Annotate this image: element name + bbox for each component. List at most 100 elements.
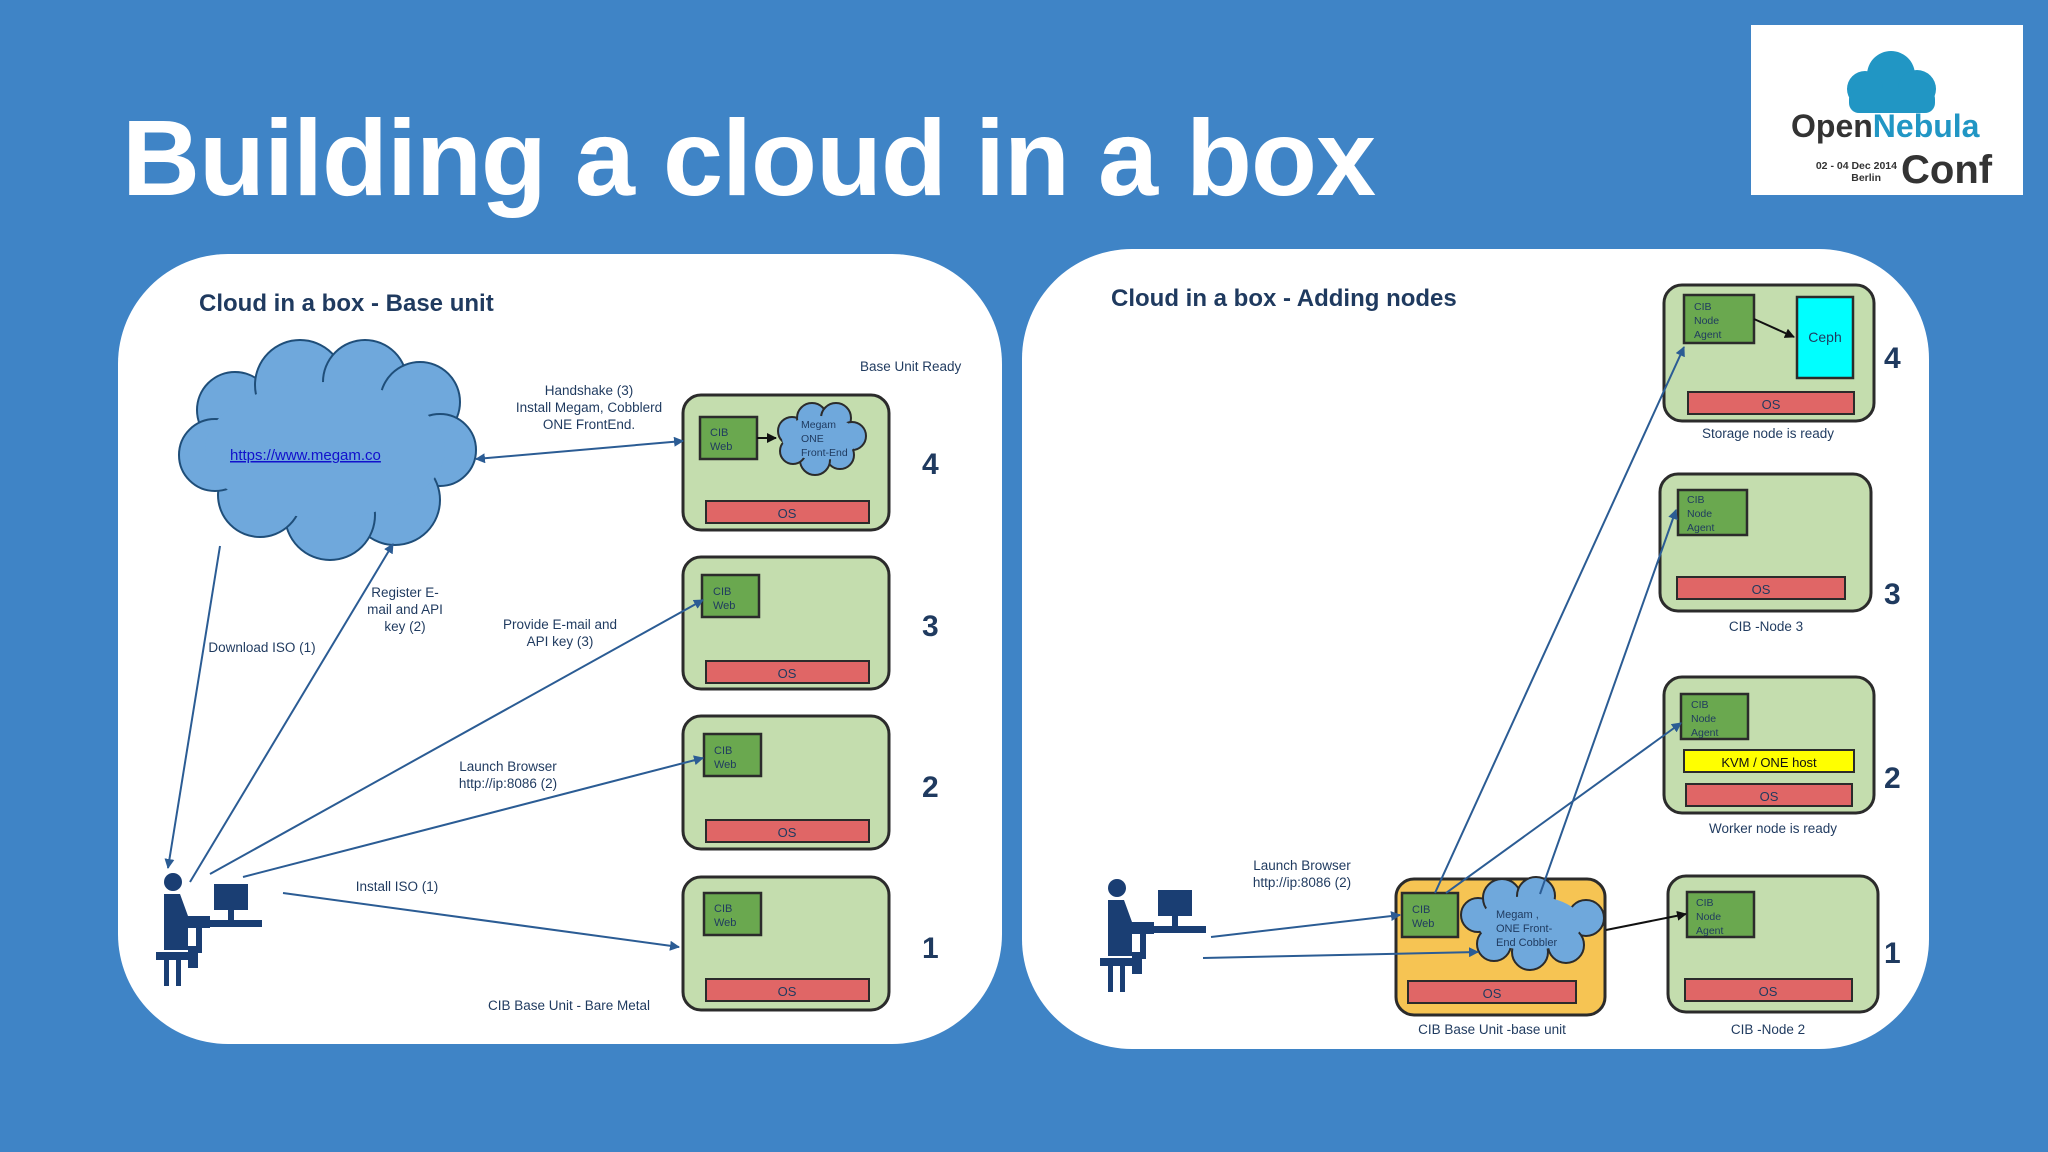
os-bar-node3 bbox=[1676, 576, 1846, 600]
left-step-3: 3 bbox=[922, 610, 939, 643]
cib-web-3-line2: Web bbox=[713, 600, 735, 612]
handshake-label-1: Handshake (3) bbox=[545, 383, 634, 398]
logo-cloud-icon bbox=[1847, 51, 1936, 113]
cib-web-1 bbox=[702, 891, 763, 937]
slide-title: Building a cloud in a box bbox=[122, 97, 1376, 218]
megam-cloud-icon bbox=[178, 339, 477, 561]
base-to-node2-arrow bbox=[1605, 910, 1687, 931]
logo-date: 02 - 04 Dec 2014 bbox=[1816, 160, 1897, 172]
logo-conf-text: Conf bbox=[1901, 148, 1993, 192]
cobbler-cloud-line1: Megam , bbox=[1496, 909, 1539, 921]
user-to-cobbler-arrow bbox=[1202, 947, 1479, 959]
os-bar-node4 bbox=[1687, 391, 1855, 415]
cib-web-base-line2: Web bbox=[1412, 918, 1434, 930]
cib-web-2-line1: CIB bbox=[714, 745, 732, 757]
opennebula-conf-logo: OpenNebula 02 - 04 Dec 2014 Berlin Conf bbox=[1751, 25, 2023, 195]
logo-open-text: Open bbox=[1791, 108, 1873, 144]
logo-nebula-text: Nebula bbox=[1873, 108, 1980, 144]
megam-frontend-line3: Front-End bbox=[801, 447, 848, 459]
register-label-2: mail and API bbox=[367, 602, 443, 617]
megam-frontend-line2: ONE bbox=[801, 433, 824, 445]
cib-web-4 bbox=[698, 415, 759, 461]
adding-nodes-heading: Cloud in a box - Adding nodes bbox=[1111, 285, 1457, 312]
base-unit-caption: CIB Base Unit -base unit bbox=[1418, 1022, 1566, 1037]
os-label-3: OS bbox=[778, 666, 797, 681]
register-label-1: Register E- bbox=[371, 585, 439, 600]
cobbler-cloud-line2: ONE Front- bbox=[1496, 923, 1553, 935]
base-to-storage-arrow bbox=[1434, 346, 1685, 894]
cib-web-3 bbox=[700, 573, 761, 619]
os-label-node1: OS bbox=[1759, 984, 1778, 999]
download-iso-label: Download ISO (1) bbox=[208, 640, 315, 655]
cib-web-base-line1: CIB bbox=[1412, 904, 1430, 916]
storage-node-caption: Storage node is ready bbox=[1702, 426, 1834, 441]
launch-left-label-1: Launch Browser bbox=[459, 759, 557, 774]
cib-web-base bbox=[1400, 891, 1460, 939]
megam-frontend-cloud-icon bbox=[777, 402, 867, 476]
os-bar-node1 bbox=[1684, 978, 1853, 1002]
base-unit-footer: CIB Base Unit - Bare Metal bbox=[488, 998, 650, 1013]
left-step-2: 2 bbox=[922, 771, 939, 804]
install-iso-arrow bbox=[282, 892, 680, 951]
left-step-4: 4 bbox=[922, 448, 939, 481]
os-label-2: OS bbox=[778, 825, 797, 840]
kvm-host-label: KVM / ONE host bbox=[1721, 755, 1817, 770]
node-agent-3-line1: CIB bbox=[1687, 494, 1705, 506]
node-agent-2-line3: Agent bbox=[1691, 727, 1719, 739]
os-label-node3: OS bbox=[1752, 582, 1771, 597]
cib-web-3-line1: CIB bbox=[713, 586, 731, 598]
provide-label-2: API key (3) bbox=[527, 634, 594, 649]
node-agent-3-line3: Agent bbox=[1687, 522, 1715, 534]
base-unit-ready-label: Base Unit Ready bbox=[860, 359, 962, 374]
megam-frontend-line1: Megam bbox=[801, 419, 836, 431]
svg-text:OpenNebula: OpenNebula bbox=[1791, 108, 1980, 144]
cib-web-1-line2: Web bbox=[714, 917, 736, 929]
cib-web-2 bbox=[702, 732, 763, 778]
left-step-1: 1 bbox=[922, 932, 939, 965]
base-unit-heading: Cloud in a box - Base unit bbox=[199, 290, 494, 317]
ceph-box bbox=[1795, 295, 1855, 380]
handshake-label-2: Install Megam, Cobblerd bbox=[516, 400, 662, 415]
base-to-node3-arrow bbox=[1539, 509, 1678, 895]
node-2-caption: CIB -Node 2 bbox=[1731, 1022, 1805, 1037]
launch-browser-arrow-left bbox=[242, 755, 704, 878]
os-label-node4: OS bbox=[1762, 397, 1781, 412]
cobbler-cloud-line3: End Cobbler bbox=[1496, 937, 1557, 949]
megam-link[interactable]: https://www.megam.co bbox=[230, 447, 381, 464]
os-label-4: OS bbox=[778, 506, 797, 521]
worker-node-caption: Worker node is ready bbox=[1709, 821, 1837, 836]
node-agent-4-line2: Node bbox=[1694, 315, 1719, 327]
ceph-label: Ceph bbox=[1808, 329, 1841, 345]
right-user-at-computer-icon bbox=[1100, 878, 1210, 998]
os-bar-1 bbox=[705, 978, 870, 1002]
right-step-4: 4 bbox=[1884, 342, 1901, 375]
os-bar-base bbox=[1407, 980, 1577, 1004]
os-label-base: OS bbox=[1483, 986, 1502, 1001]
os-label-1: OS bbox=[778, 984, 797, 999]
node-3-caption: CIB -Node 3 bbox=[1729, 619, 1803, 634]
kvm-host-bar bbox=[1683, 749, 1855, 773]
node-agent-1-line1: CIB bbox=[1696, 897, 1714, 909]
megam-cobbler-cloud-icon bbox=[1460, 876, 1605, 971]
os-bar-3 bbox=[705, 660, 870, 684]
os-bar-4 bbox=[705, 500, 870, 524]
base-to-worker-arrow bbox=[1445, 722, 1682, 894]
node-agent-2-line2: Node bbox=[1691, 713, 1716, 725]
launch-right-label-1: Launch Browser bbox=[1253, 858, 1351, 873]
os-bar-node2w bbox=[1685, 783, 1853, 807]
cib-web-1-line1: CIB bbox=[714, 903, 732, 915]
os-label-node2w: OS bbox=[1760, 789, 1779, 804]
launch-right-label-2: http://ip:8086 (2) bbox=[1253, 875, 1351, 890]
node-agent-1-line3: Agent bbox=[1696, 925, 1724, 937]
node-agent-1-line2: Node bbox=[1696, 911, 1721, 923]
node-agent-3-line2: Node bbox=[1687, 508, 1712, 520]
install-iso-label: Install ISO (1) bbox=[356, 879, 439, 894]
right-step-2: 2 bbox=[1884, 762, 1901, 795]
right-step-1: 1 bbox=[1884, 937, 1901, 970]
node-agent-3 bbox=[1676, 488, 1749, 537]
register-arrow bbox=[189, 543, 394, 883]
cib-web-4-line1: CIB bbox=[710, 427, 728, 439]
node-agent-4-line1: CIB bbox=[1694, 301, 1712, 313]
handshake-arrow bbox=[475, 436, 684, 464]
